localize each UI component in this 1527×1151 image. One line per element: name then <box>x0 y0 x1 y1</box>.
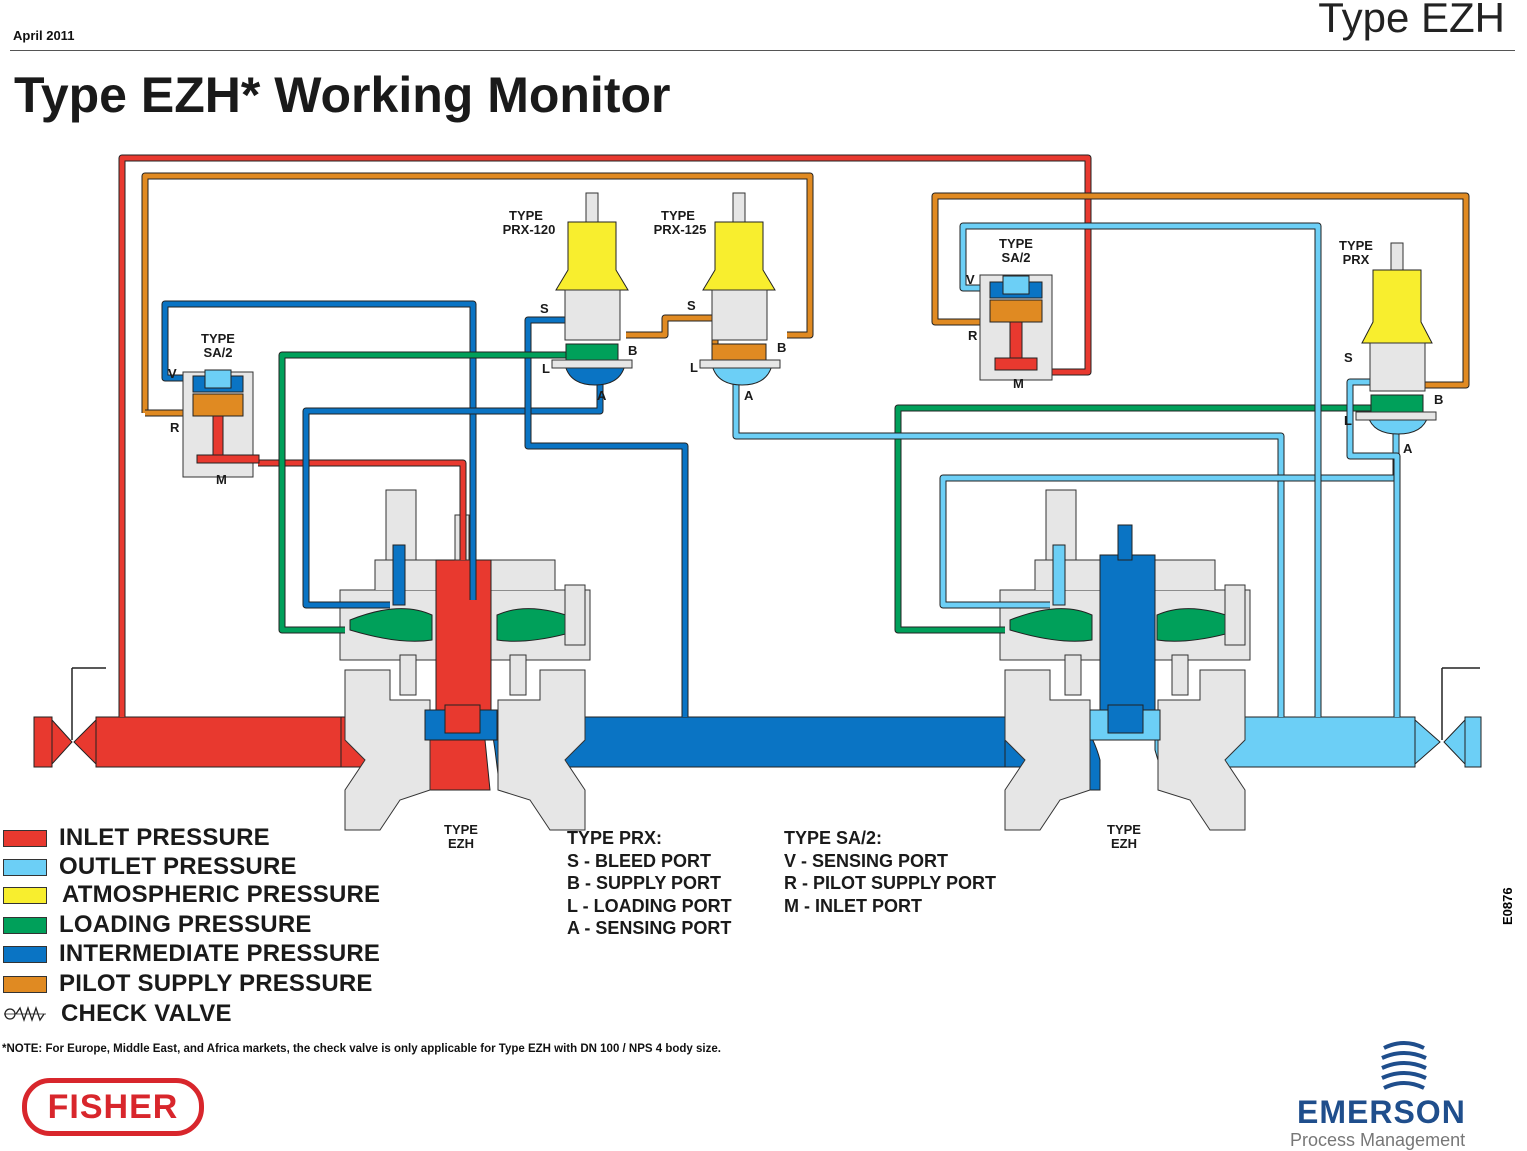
sensing-and-control-tubing <box>118 154 1470 717</box>
port-s-prx125: S <box>687 298 696 313</box>
legend-swatch-pilot-supply <box>3 975 47 993</box>
legend-label: LOADING PRESSURE <box>59 911 312 938</box>
prx-port-heading: TYPE PRX: <box>567 828 663 848</box>
legend-item-loading: LOADING PRESSURE <box>0 911 312 939</box>
sa2-port-heading: TYPE SA/2: <box>784 828 883 848</box>
sa2-port-item: R - PILOT SUPPLY PORT <box>784 873 997 893</box>
port-s-prx-right: S <box>1344 350 1353 365</box>
emerson-logo-subtitle: Process Management <box>1290 1130 1466 1150</box>
legend-label: INTERMEDIATE PRESSURE <box>59 940 381 967</box>
label-sa2-right-line2: SA/2 <box>1002 250 1031 265</box>
check-valve-icon <box>4 1005 46 1023</box>
legend-label: OUTLET PRESSURE <box>59 853 297 880</box>
port-l-prx125: L <box>690 360 698 375</box>
legend-label: ATMOSPHERIC PRESSURE <box>62 881 381 908</box>
header-divider <box>10 50 1515 51</box>
label-prx125-line1: TYPE <box>661 208 695 223</box>
port-b-prx125: B <box>777 340 786 355</box>
fisher-logo: FISHER <box>22 1078 204 1136</box>
legend-label-check-valve: CHECK VALVE <box>61 1000 232 1027</box>
legend-swatch-outlet <box>3 858 47 876</box>
port-l-prx120: L <box>542 361 550 376</box>
legend-item-check-valve: CHECK VALVE <box>0 1000 232 1028</box>
legend-item-atmospheric: ATMOSPHERIC PRESSURE <box>0 881 380 909</box>
label-prx120-line1: TYPE <box>509 208 543 223</box>
emerson-globe-icon <box>1381 1041 1427 1090</box>
label-prx-right-line2: PRX <box>1343 252 1370 267</box>
drawing-code: E0876 <box>1500 887 1515 925</box>
port-b-prx120: B <box>628 343 637 358</box>
sa2-port-list: TYPE SA/2: V - SENSING PORT R - PILOT SU… <box>784 827 996 917</box>
sa2-port-item: V - SENSING PORT <box>784 850 949 871</box>
port-r-sa2-right: R <box>968 328 978 343</box>
sa2-port-item: M - INLET PORT <box>784 895 922 916</box>
ezh-right-regulator <box>999 489 1251 831</box>
legend-item-pilot-supply: PILOT SUPPLY PRESSURE <box>0 970 373 998</box>
port-a-prx-right: A <box>1403 441 1413 456</box>
legend-swatch-loading <box>3 916 47 934</box>
prx-port-item: A - SENSING PORT <box>567 918 732 938</box>
footnote: *NOTE: For Europe, Middle East, and Afri… <box>2 1043 721 1055</box>
legend-item-intermediate: INTERMEDIATE PRESSURE <box>0 940 380 968</box>
port-m-sa2-right: M <box>1013 376 1024 391</box>
label-prx125-line2: PRX-125 <box>654 222 707 237</box>
port-b-prx-right: B <box>1434 392 1443 407</box>
document-type-heading: Type EZH <box>1318 0 1505 41</box>
legend-swatch-inlet <box>3 829 47 847</box>
legend-label: PILOT SUPPLY PRESSURE <box>59 970 373 997</box>
port-s-prx120: S <box>540 301 549 316</box>
label-ezh-right-line2: EZH <box>1111 836 1137 851</box>
label-sa2-left-line1: TYPE <box>201 331 235 346</box>
legend-item-outlet: OUTLET PRESSURE <box>0 853 297 881</box>
label-sa2-left-line2: SA/2 <box>204 345 233 360</box>
port-a-prx120: A <box>597 388 607 403</box>
legend-item-inlet: INLET PRESSURE <box>0 824 270 852</box>
label-prx-right-line1: TYPE <box>1339 238 1373 253</box>
main-pipeline <box>33 667 1482 791</box>
port-m-sa2-left: M <box>216 472 227 487</box>
legend-swatch-atmospheric <box>3 886 47 904</box>
port-r-sa2-left: R <box>170 420 180 435</box>
port-letters: S B L A S B L A V R M V R M S B L A <box>168 272 1443 487</box>
prx-right-pilot <box>1355 242 1437 435</box>
prx120-pilot <box>551 192 633 386</box>
sa2-left-pilot <box>182 369 260 478</box>
label-ezh-left-line2: EZH <box>448 836 474 851</box>
prx125-pilot <box>699 192 781 386</box>
port-l-prx-right: L <box>1344 413 1352 428</box>
label-ezh-left-line1: TYPE <box>444 822 478 837</box>
fisher-logo-text: FISHER <box>47 1087 179 1126</box>
emerson-logo-text: EMERSON <box>1297 1094 1466 1130</box>
port-a-prx125: A <box>744 388 754 403</box>
prx-port-item: S - BLEED PORT <box>567 850 712 871</box>
label-prx120-line2: PRX-120 <box>503 222 556 237</box>
port-v-sa2-left: V <box>168 366 177 381</box>
prx-port-list: TYPE PRX: S - BLEED PORT B - SUPPLY PORT… <box>567 827 732 940</box>
prx-port-item: L - LOADING PORT <box>567 895 732 916</box>
port-v-sa2-right: V <box>966 272 975 287</box>
label-sa2-right-line1: TYPE <box>999 236 1033 251</box>
document-date: April 2011 <box>13 28 75 43</box>
label-ezh-right-line1: TYPE <box>1107 822 1141 837</box>
prx-port-item: B - SUPPLY PORT <box>567 873 722 893</box>
legend-swatch-intermediate <box>3 945 47 963</box>
legend-label: INLET PRESSURE <box>59 824 270 851</box>
sa2-right-pilot <box>979 274 1053 381</box>
page-title: Type EZH* Working Monitor <box>14 67 671 123</box>
